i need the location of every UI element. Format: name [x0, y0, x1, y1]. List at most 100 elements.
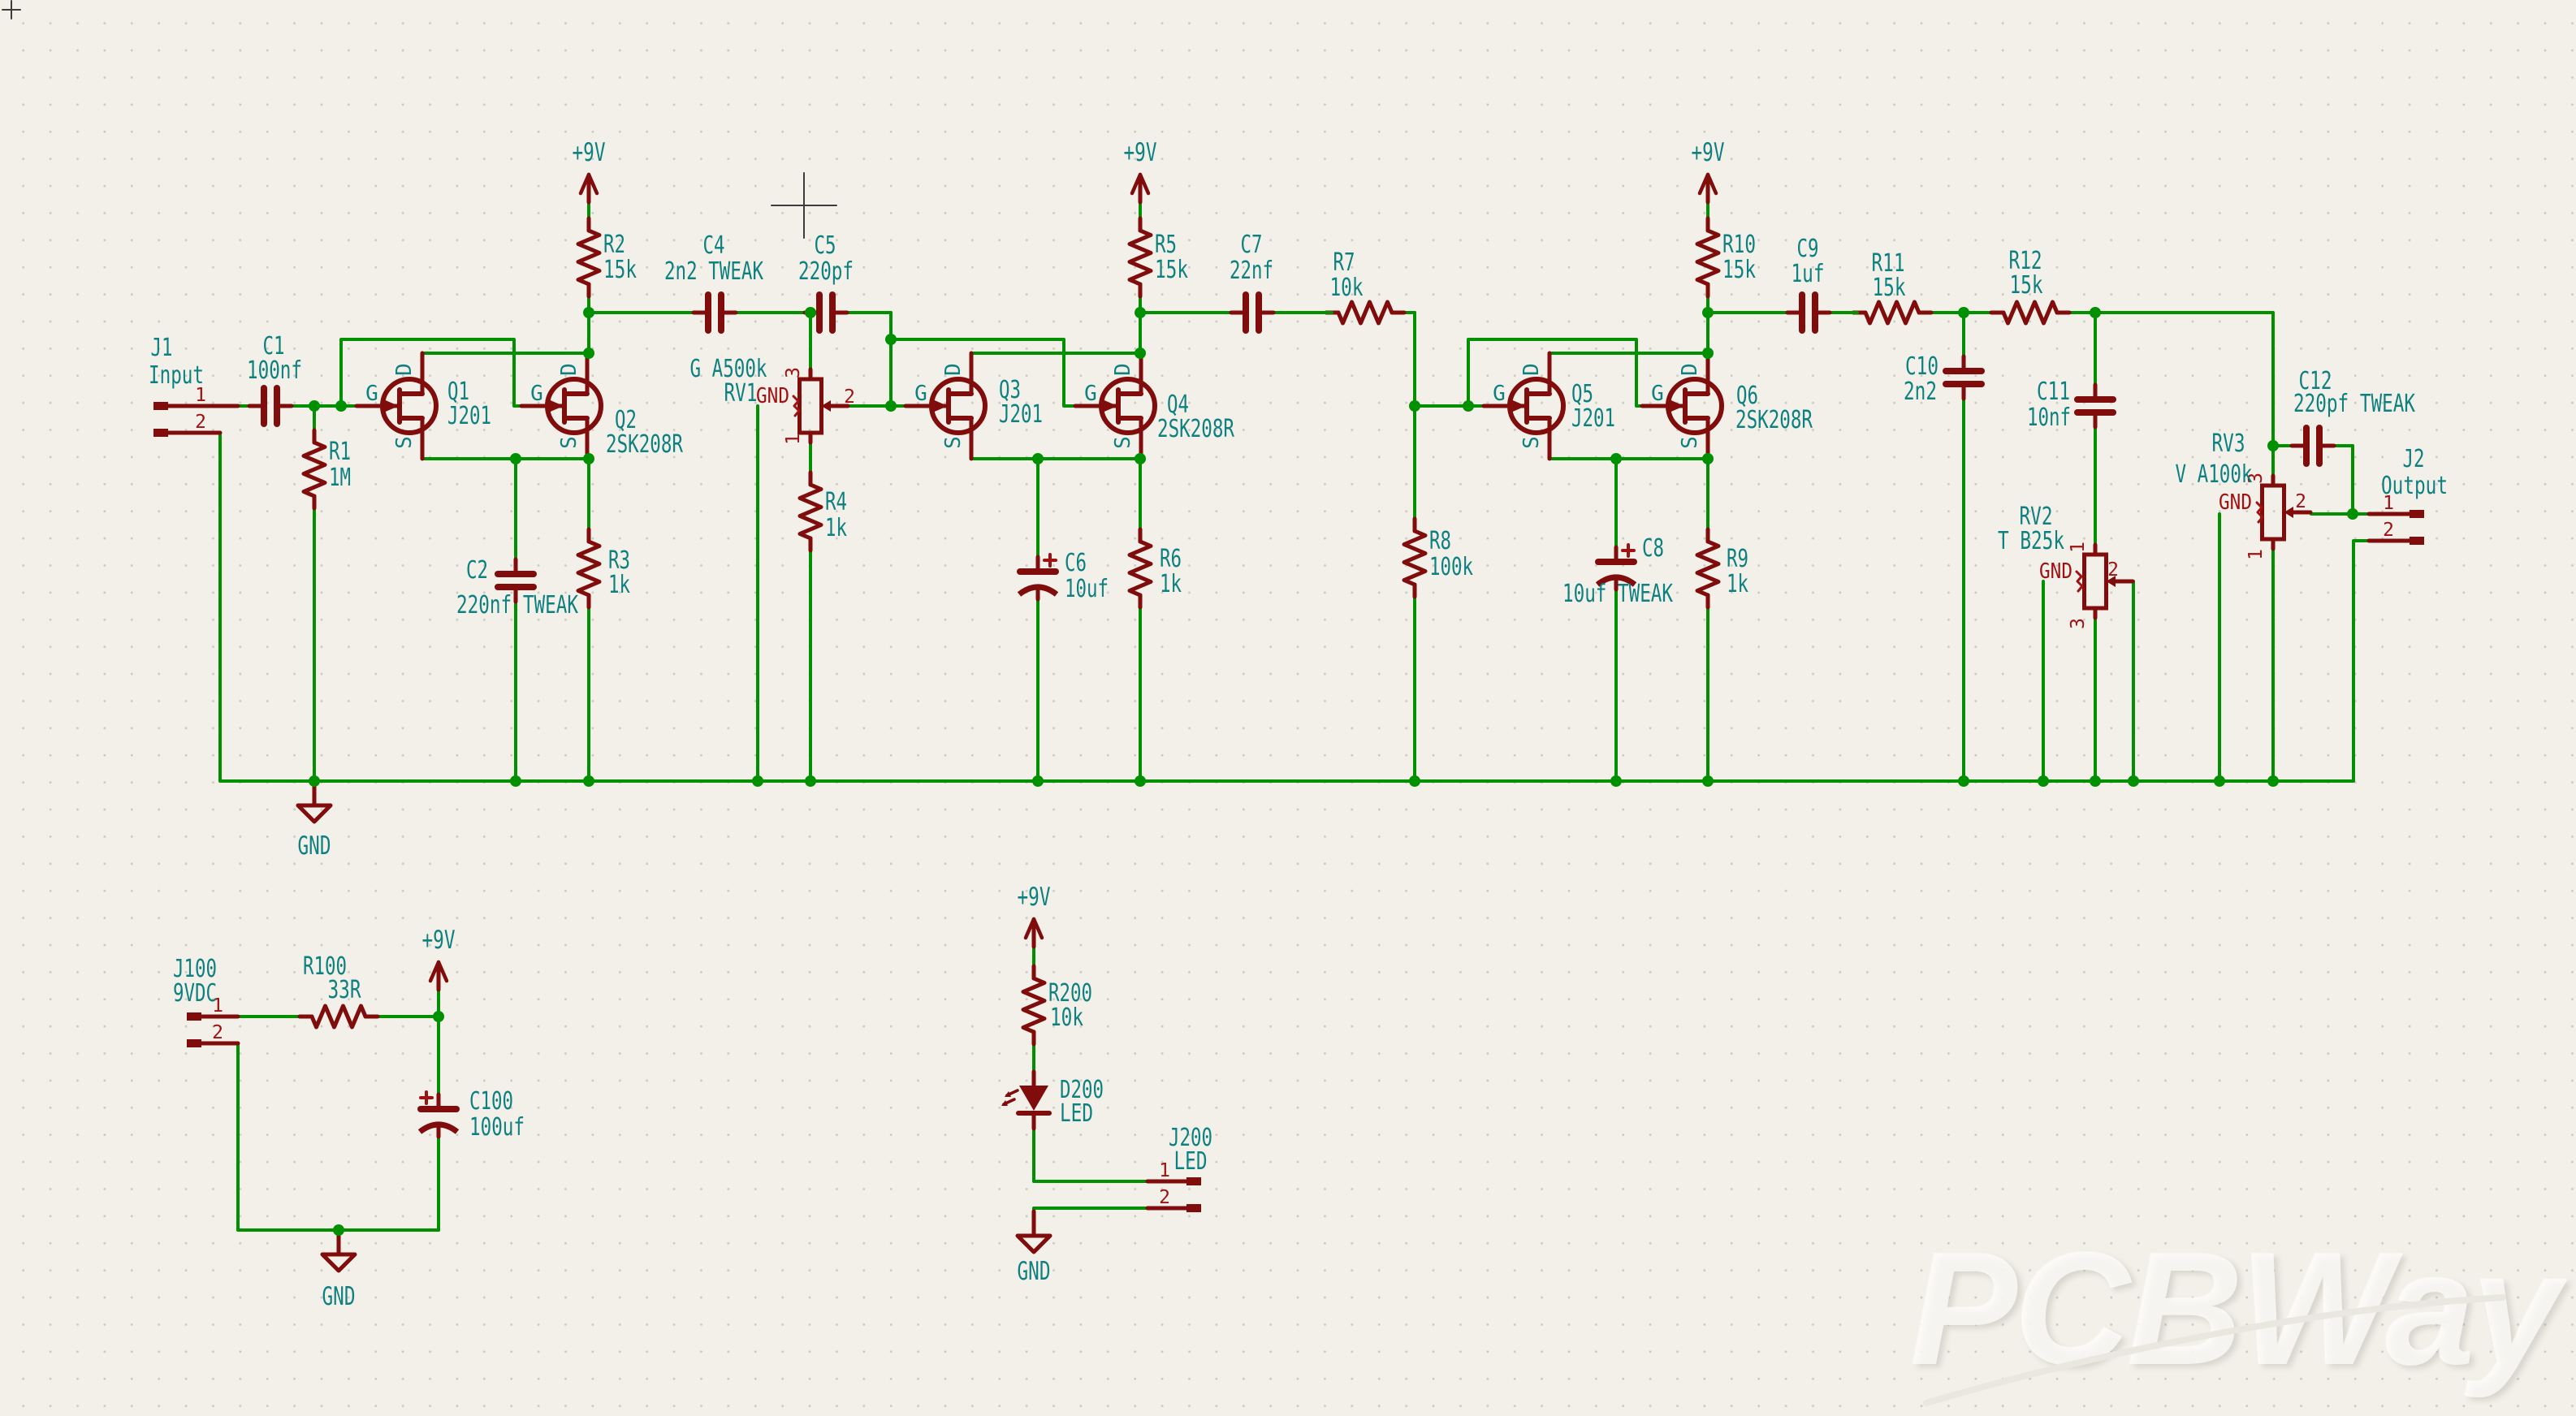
junction-dot — [885, 334, 897, 345]
junction-dot — [510, 775, 521, 787]
ref-C9: C9 — [1797, 235, 1819, 263]
junction-dot — [1032, 453, 1044, 464]
ref-R8: R8 — [1429, 527, 1451, 555]
junction-dot — [2090, 775, 2101, 787]
power-arrowhead — [578, 172, 591, 196]
desc-J2: Output — [2381, 472, 2448, 500]
ground-triangle — [1015, 1233, 1052, 1254]
ref-D200: D200 — [1060, 1076, 1104, 1104]
value-C2: 220nf TWEAK — [456, 591, 578, 620]
ground-triangle — [320, 1252, 357, 1273]
value-R4: 1k — [825, 514, 847, 542]
pin-number: 1 — [2383, 493, 2394, 514]
power-label: +9V — [1018, 883, 1051, 912]
power-flag-9v: +9V — [1692, 138, 1725, 205]
gnd-label: GND — [2039, 559, 2072, 584]
value-C4: 2n2 TWEAK — [664, 257, 763, 286]
desc-J200: LED — [1174, 1147, 1208, 1176]
junction-dot — [1610, 775, 1622, 787]
value-Q4: 2SK208R — [1157, 415, 1235, 443]
power-flag-9v: +9V — [573, 138, 606, 205]
value-R1: 1M — [329, 464, 351, 492]
ref-RV2: T B25k — [1998, 527, 2064, 555]
power-arrowhead — [1023, 917, 1036, 940]
power-arrowhead — [1138, 172, 1151, 196]
wire — [2094, 311, 2275, 477]
power-label: +9V — [1124, 138, 1157, 167]
resistor-body — [1336, 300, 1394, 326]
ref-C4: C4 — [703, 231, 725, 260]
connector-pad — [187, 1012, 201, 1021]
resistor-body — [1402, 529, 1428, 587]
ground-symbol: GND — [296, 779, 333, 861]
gate-letter: G — [530, 382, 543, 406]
junction-dot — [1702, 775, 1714, 787]
value-RV2: RV2 — [2020, 503, 2053, 531]
ref-C100: C100 — [469, 1087, 513, 1116]
junction-dot — [333, 1224, 344, 1236]
junction-dot — [583, 348, 594, 359]
gate-letter: G — [1084, 382, 1097, 406]
ref-Q2: Q2 — [615, 406, 637, 434]
value-Q1: J201 — [447, 402, 491, 430]
pin-number: 2 — [2383, 520, 2394, 541]
junction-dot — [583, 775, 594, 787]
ref-R5: R5 — [1155, 231, 1177, 259]
value-C10: 2n2 — [1904, 378, 1937, 406]
power-arrowhead — [428, 960, 441, 983]
ref-R200: R200 — [1048, 979, 1092, 1008]
gate-arrow — [1667, 399, 1684, 413]
value-Q3: J201 — [999, 400, 1043, 429]
pin-number: 2 — [2295, 491, 2306, 512]
resistor-body — [1695, 539, 1721, 598]
led-triangle — [1019, 1086, 1048, 1111]
component-C8: C8 10uf TWEAK — [1562, 457, 1673, 783]
resistor-body — [1127, 539, 1153, 598]
wiper-arrow — [2284, 507, 2293, 518]
junction-dot — [1135, 348, 1146, 359]
ref-J200: J200 — [1169, 1124, 1212, 1152]
ref-R4: R4 — [825, 488, 847, 516]
value-C8: 10uf TWEAK — [1562, 580, 1673, 608]
junction-dot — [1702, 348, 1714, 359]
ground-label: GND — [298, 831, 331, 861]
power-arrowhead — [1697, 172, 1710, 196]
value-C5: 220pf — [798, 257, 854, 286]
pin-number: 1 — [2068, 542, 2089, 553]
pin-number: 2 — [195, 412, 206, 433]
resistor-body — [1695, 228, 1721, 287]
wires-layer — [218, 311, 2371, 1232]
drain-letter: D — [1678, 363, 1702, 376]
value-C11: 10nf — [2027, 404, 2071, 432]
gate-letter: G — [914, 382, 927, 406]
value-D200: LED — [1060, 1099, 1093, 1128]
ground-symbol: GND — [1015, 1209, 1052, 1286]
value-R10: 15k — [1722, 256, 1756, 284]
drain-letter: D — [1111, 363, 1135, 376]
value-R200: 10k — [1050, 1004, 1083, 1032]
ref-C8: C8 — [1642, 534, 1664, 563]
source-letter: S — [941, 436, 966, 449]
power-label: +9V — [422, 926, 456, 955]
power-flag-9v: +9V — [1018, 883, 1051, 949]
junction-dot — [1135, 775, 1146, 787]
crosshair-cursor[interactable] — [771, 172, 837, 239]
pot-body — [2082, 552, 2108, 611]
junction-dot — [335, 400, 347, 412]
ref-C1: C1 — [263, 332, 285, 360]
junction-dot — [752, 775, 763, 787]
wire — [1413, 311, 1485, 408]
value-R5: 15k — [1155, 256, 1188, 284]
watermark-swoosh — [1923, 1294, 2506, 1406]
power-arrowhead — [1031, 917, 1044, 940]
junction-dot — [583, 453, 594, 464]
